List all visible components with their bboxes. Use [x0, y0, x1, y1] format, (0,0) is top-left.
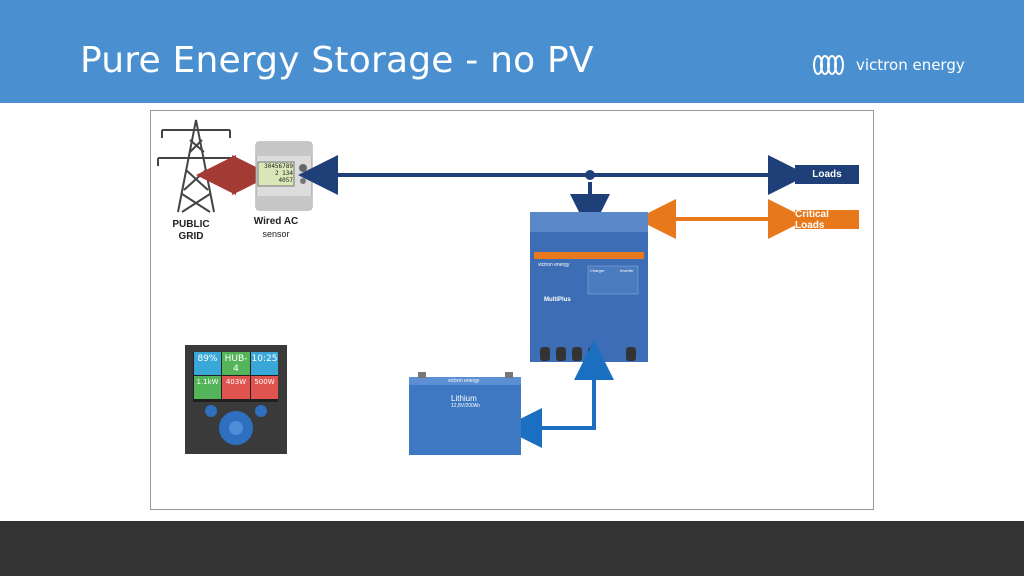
slide-title: Pure Energy Storage - no PV — [80, 40, 594, 81]
brand-name: victron energy — [856, 56, 965, 74]
public-grid-label: PUBLIC GRID — [168, 219, 214, 243]
battery-dc-arrow — [502, 340, 614, 448]
footer-bar — [0, 521, 1024, 576]
bus-junction — [585, 170, 595, 180]
brand-logo: victron energy — [810, 50, 965, 80]
display-cell-mode: HUB-4 — [224, 354, 248, 374]
power-pylon-icon — [157, 119, 237, 213]
lithium-battery-icon — [409, 372, 521, 455]
sensor-label-line2: sensor — [262, 229, 290, 239]
meter-reading-2: 2 134 — [274, 170, 293, 177]
sensor-label-line1: Wired AC — [253, 216, 299, 227]
multiplus-inverter-icon — [530, 212, 648, 362]
inverter-charger-label: Charger — [590, 268, 605, 273]
header-bar: Pure Energy Storage - no PV victron ener… — [0, 0, 1024, 103]
battery-spec: 12,8V/200Ah — [451, 403, 480, 409]
battery-brand: victron energy — [448, 378, 480, 384]
display-cell-soc: 89% — [197, 354, 218, 364]
color-control-display-icon — [185, 345, 287, 454]
victron-logo-icon — [813, 55, 844, 75]
meter-reading-3: 4057 — [278, 177, 293, 184]
meter-display: 30456789 2 134 4057 — [259, 163, 293, 184]
meter-reading-1: 30456789 — [264, 163, 293, 170]
loads-box: Loads — [795, 165, 859, 184]
inverter-inverter-label: Inverter — [620, 268, 634, 273]
display-cell-power-3: 500W — [254, 378, 275, 386]
critical-loads-box: Critical Loads — [795, 209, 859, 231]
battery-name: Lithium — [451, 394, 477, 403]
grid-label-line1: PUBLIC — [172, 219, 210, 230]
inverter-brand: victron energy — [538, 262, 570, 268]
grid-label-line2: GRID — [178, 231, 204, 242]
display-cell-power-2: 403W — [225, 378, 247, 386]
inverter-model: MultiPlus — [544, 297, 571, 303]
display-cell-time: 10:25 — [251, 354, 278, 364]
wired-ac-sensor-label: Wired AC sensor — [246, 216, 306, 240]
display-cell-power-1: 1.1kW — [196, 378, 219, 386]
